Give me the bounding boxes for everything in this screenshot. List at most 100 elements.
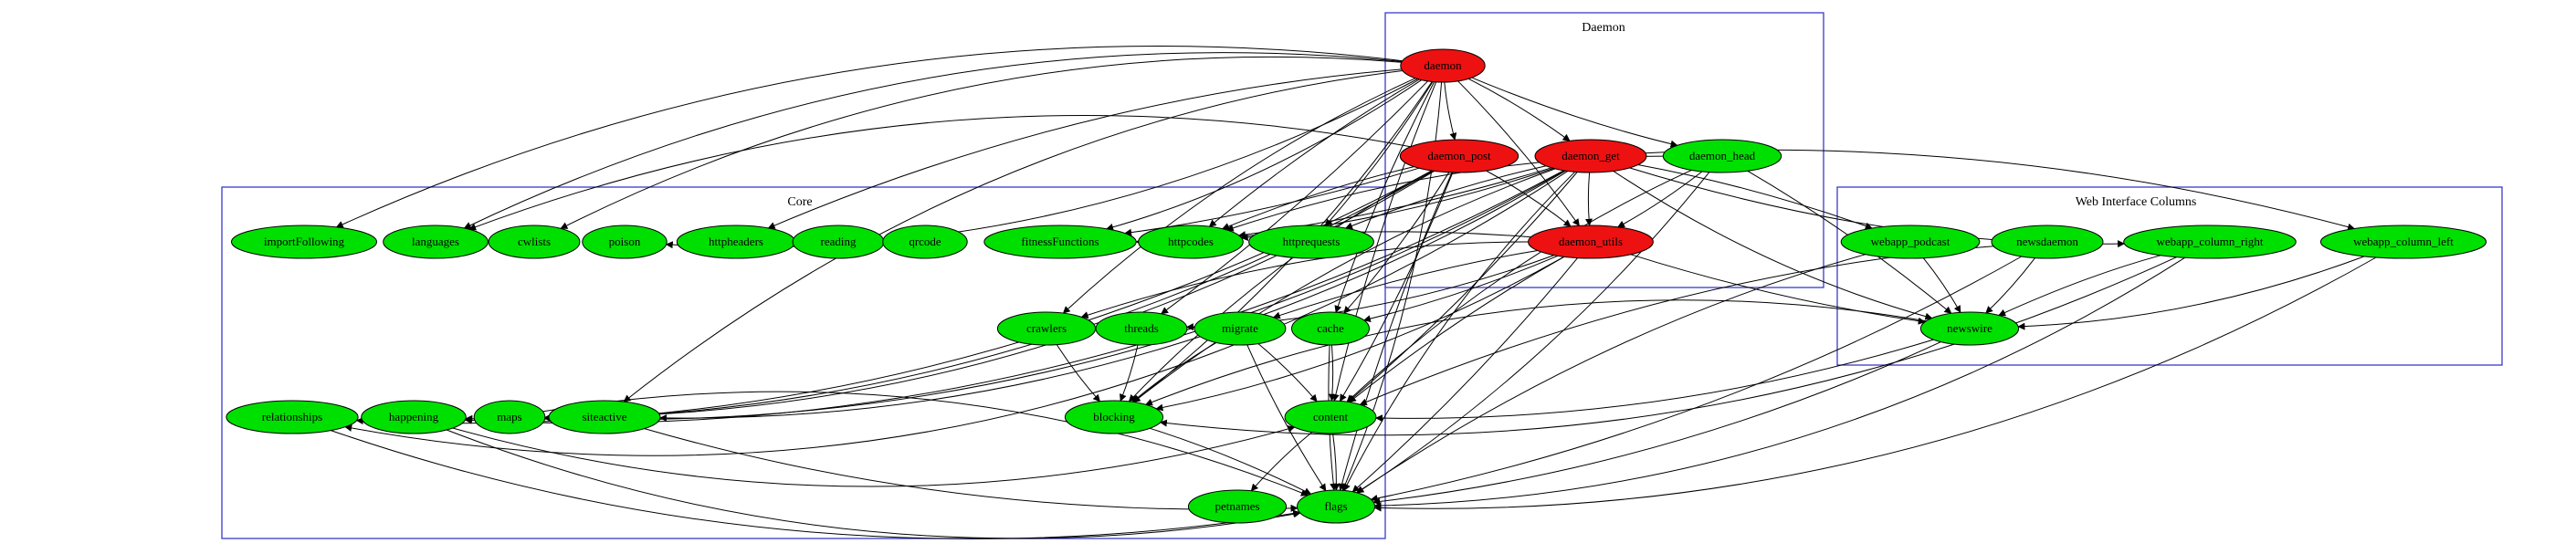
- node-label-languages: languages: [412, 235, 459, 248]
- node-label-happening: happening: [389, 410, 439, 423]
- node-label-webapp_podcast: webapp_podcast: [1871, 235, 1950, 248]
- edge-daemon_post-content: [1340, 172, 1454, 402]
- node-relationships: relationships: [226, 400, 359, 434]
- node-ellipse-daemon: [1400, 48, 1486, 83]
- node-ellipse-fitnessFunctions: [983, 225, 1137, 259]
- edge-threads-blocking: [1120, 344, 1139, 402]
- node-httprequests: httprequests: [1248, 225, 1374, 259]
- edge-daemon_head-daemon_utils: [1617, 171, 1703, 228]
- node-blocking: blocking: [1064, 400, 1164, 434]
- node-ellipse-qrcode: [882, 225, 968, 259]
- edge-daemon_utils-flags: [1351, 257, 1578, 493]
- edge-migrate-flags: [1246, 344, 1327, 492]
- node-label-fitnessFunctions: fitnessFunctions: [1021, 235, 1099, 248]
- node-httpheaders: httpheaders: [676, 225, 796, 259]
- edge-content-flags: [1332, 433, 1341, 491]
- edge-daemon_get-flags: [1343, 171, 1576, 492]
- edge-daemon-daemon_utils: [1457, 80, 1580, 226]
- node-fitnessFunctions: fitnessFunctions: [983, 225, 1137, 259]
- node-label-daemon_get: daemon_get: [1561, 149, 1620, 162]
- edge-daemon-cwlists: [560, 56, 1402, 229]
- edge-webapp_column_right-flags: [1373, 256, 2186, 509]
- node-siteactive: siteactive: [548, 400, 661, 434]
- edge-daemon-fitnessFunctions: [1106, 79, 1423, 231]
- edge-newsdaemon-newswire: [1985, 257, 2035, 314]
- edge-webapp_podcast-newswire: [1922, 257, 1961, 313]
- node-flags: flags: [1297, 489, 1375, 524]
- node-ellipse-daemon_get: [1534, 139, 1647, 173]
- edge-daemon_head-content: [1346, 169, 1692, 402]
- edge-daemon-daemon_post: [1444, 81, 1457, 141]
- edge-newswire-flags: [1372, 341, 1941, 506]
- node-newswire: newswire: [1919, 311, 2020, 346]
- node-languages: languages: [383, 225, 489, 259]
- cluster-label-core: Core: [787, 195, 812, 209]
- edge-daemon_get-siteactive: [659, 170, 1566, 422]
- node-label-content: content: [1313, 410, 1349, 423]
- edge-daemon_head-flags: [1356, 172, 1710, 494]
- node-label-httpheaders: httpheaders: [709, 235, 763, 248]
- edge-daemon_get-httprequests: [1345, 165, 1547, 230]
- edge-daemon_utils-crawlers: [1080, 241, 1529, 319]
- edge-daemon-languages: [463, 52, 1403, 229]
- node-ellipse-httpcodes: [1138, 225, 1244, 259]
- edge-daemon-importFollowing: [335, 46, 1403, 228]
- node-label-relationships: relationships: [262, 410, 322, 423]
- edge-daemon-crawlers: [1062, 78, 1416, 314]
- node-daemon_get: daemon_get: [1534, 139, 1647, 173]
- edge-crawlers-blocking: [1056, 344, 1101, 402]
- edge-migrate-content: [1257, 343, 1318, 402]
- edge-happening-flags: [446, 429, 1301, 539]
- node-ellipse-cache: [1291, 311, 1370, 346]
- edge-daemon_utils-newswire: [1630, 254, 1926, 325]
- node-label-migrate: migrate: [1222, 321, 1258, 335]
- node-label-poison: poison: [609, 235, 641, 248]
- edge-webapp_podcast-flags: [1356, 254, 1866, 494]
- node-label-daemon_head: daemon_head: [1689, 149, 1756, 162]
- node-ellipse-poison: [582, 225, 668, 259]
- node-label-daemon: daemon: [1424, 58, 1462, 72]
- node-content: content: [1284, 400, 1377, 434]
- cluster-box-core: [221, 186, 1386, 539]
- node-label-cwlists: cwlists: [518, 235, 551, 248]
- node-label-qrcode: qrcode: [909, 235, 941, 248]
- edge-cache-content: [1329, 344, 1336, 402]
- node-ellipse-importFollowing: [231, 225, 377, 259]
- node-poison: poison: [582, 225, 668, 259]
- cluster-label-webcols: Web Interface Columns: [2076, 195, 2197, 209]
- node-importFollowing: importFollowing: [231, 225, 377, 259]
- node-daemon_post: daemon_post: [1399, 139, 1519, 173]
- node-label-daemon_post: daemon_post: [1427, 149, 1491, 162]
- edge-daemon-flags: [1341, 81, 1443, 492]
- node-ellipse-maps: [473, 400, 546, 434]
- node-ellipse-webapp_podcast: [1840, 225, 1981, 259]
- node-webapp_column_left: webapp_column_left: [2319, 225, 2487, 259]
- edge-daemon-siteactive: [623, 70, 1404, 402]
- node-ellipse-cwlists: [488, 225, 581, 259]
- node-label-newsdaemon: newsdaemon: [2016, 235, 2078, 248]
- node-ellipse-webapp_column_right: [2123, 225, 2297, 259]
- node-ellipse-content: [1284, 400, 1377, 434]
- node-daemon_utils: daemon_utils: [1528, 225, 1654, 259]
- node-ellipse-threads: [1095, 311, 1188, 346]
- node-label-petnames: petnames: [1214, 499, 1259, 513]
- edge-webapp_column_left-newswire: [2017, 256, 2365, 330]
- node-label-siteactive: siteactive: [582, 410, 626, 423]
- node-label-flags: flags: [1324, 499, 1347, 513]
- edge-daemon-daemon_head: [1471, 77, 1678, 148]
- node-ellipse-daemon_head: [1662, 139, 1782, 173]
- node-cache: cache: [1291, 311, 1370, 346]
- node-ellipse-webapp_column_left: [2319, 225, 2487, 259]
- node-newsdaemon: newsdaemon: [1991, 225, 2104, 259]
- node-ellipse-blocking: [1064, 400, 1164, 434]
- edge-blocking-flags: [1150, 427, 1312, 495]
- edge-daemon_utils-content: [1348, 256, 1565, 403]
- edge-daemon_post-blocking: [1128, 170, 1433, 402]
- node-reading: reading: [792, 225, 885, 259]
- node-httpcodes: httpcodes: [1138, 225, 1244, 259]
- node-label-threads: threads: [1124, 321, 1159, 335]
- node-cwlists: cwlists: [488, 225, 581, 259]
